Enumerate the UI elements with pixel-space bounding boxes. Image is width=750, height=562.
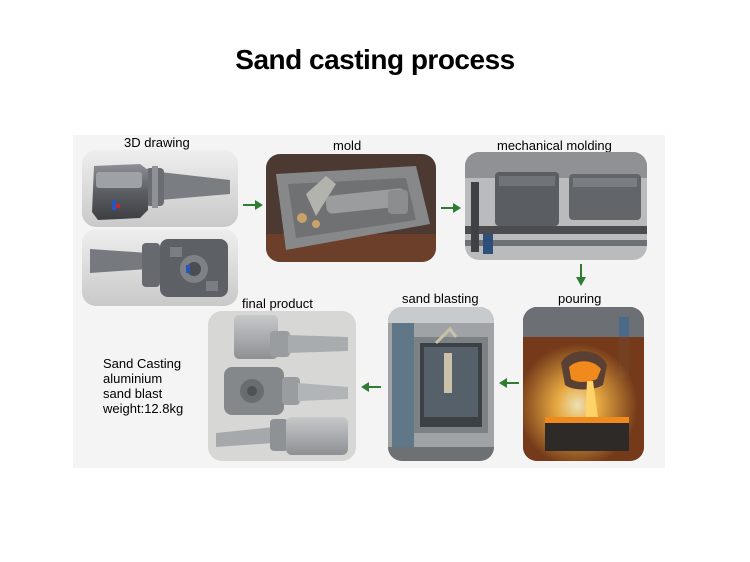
arrow-left-icon	[499, 378, 519, 388]
arrow-left-icon	[361, 382, 381, 392]
description-line: sand blast	[103, 386, 163, 401]
arrow-right-icon	[243, 200, 263, 210]
description-line: Sand Casting	[103, 356, 182, 371]
description-line: aluminium	[103, 371, 163, 386]
step-label-mechanical-molding: mechanical molding	[497, 138, 612, 153]
sand-blasting-image	[388, 307, 494, 461]
arrow-down-icon	[576, 264, 586, 286]
product-description: Sand Casting aluminium sand blast weight…	[103, 356, 183, 416]
pouring-image	[523, 307, 644, 461]
arrow-right-icon	[441, 203, 461, 213]
step-label-mold: mold	[333, 138, 362, 153]
step-label-final-product: final product	[242, 296, 313, 311]
description-line: weight:12.8kg	[103, 401, 184, 416]
page-title: Sand casting process	[235, 44, 515, 75]
mold-image	[266, 154, 436, 262]
final-product-image	[208, 311, 356, 461]
step-label-3d-drawing: 3D drawing	[124, 135, 190, 150]
3d-drawing-image-bottom	[82, 229, 238, 306]
step-label-sand-blasting: sand blasting	[402, 291, 479, 306]
mechanical-molding-image	[465, 152, 647, 260]
step-label-pouring: pouring	[558, 291, 602, 306]
3d-drawing-image-top	[82, 150, 238, 227]
